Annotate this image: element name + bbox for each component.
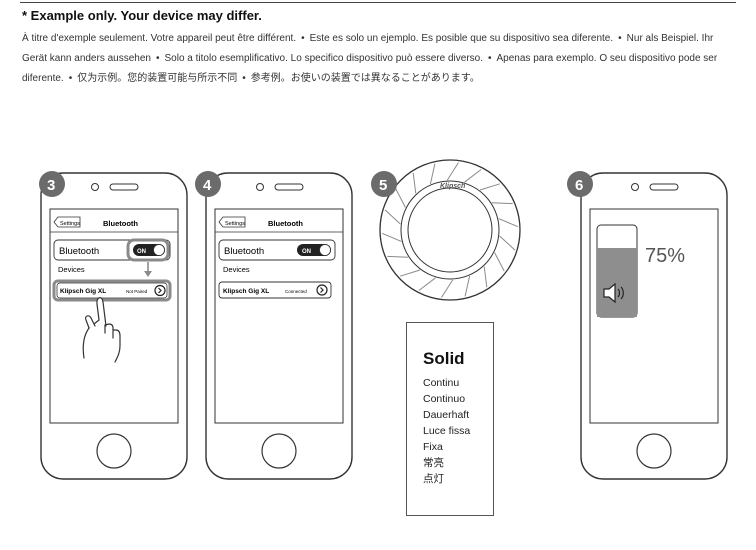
notice-es: Este es solo un ejemplo. Es posible que … — [309, 33, 614, 44]
step3-number: 3 — [47, 177, 55, 194]
led-state-es: Continuo — [423, 393, 466, 405]
info-icon[interactable] — [154, 284, 166, 297]
bluetooth-row — [53, 239, 171, 261]
step3-badge — [39, 171, 65, 197]
volume-percent: 75% — [645, 245, 685, 267]
led-ray — [446, 162, 459, 181]
led-ray — [464, 275, 471, 297]
device-row[interactable] — [218, 281, 332, 299]
device-highlight — [52, 279, 172, 302]
led-state-title: Solid — [423, 349, 465, 368]
step6-badge — [567, 171, 593, 197]
notice-translations: À titre d'exemple seulement. Votre appar… — [22, 33, 718, 84]
led-ray — [412, 172, 417, 194]
led-ray — [429, 163, 436, 185]
step4-number: 4 — [203, 177, 212, 194]
led-state-it: Luce fissa — [423, 425, 471, 437]
bluetooth-label: Bluetooth — [224, 246, 264, 257]
led-ray — [491, 202, 513, 205]
device-row[interactable] — [56, 282, 168, 299]
info-icon[interactable] — [316, 284, 328, 296]
device-status: Not Paired — [126, 289, 148, 294]
led-ray — [387, 255, 409, 258]
speaker-volume-icon — [603, 282, 624, 304]
led-ray — [479, 183, 501, 191]
notice-it: Solo a titolo esemplificativo. Lo specif… — [164, 53, 484, 64]
toggle-label: ON — [302, 249, 311, 255]
led-state-zh: 常亮 — [423, 457, 444, 469]
led-ray — [498, 218, 519, 228]
notice-pt: Apenas para exemplo. O seu dispositivo p… — [22, 53, 718, 84]
led-ray — [441, 279, 454, 298]
device-name: Klipsch Gig XL — [60, 288, 106, 295]
toggle-label: ON — [137, 249, 146, 255]
devices-label: Devices — [58, 265, 85, 274]
notice-heading: * Example only. Your device may differ. — [22, 8, 262, 23]
bluetooth-label: Bluetooth — [59, 246, 99, 257]
klipsch-logo: Klipsch — [440, 183, 465, 190]
back-button[interactable] — [53, 216, 81, 228]
back-button[interactable] — [218, 216, 246, 228]
bluetooth-row — [218, 239, 336, 261]
top-rule — [20, 2, 736, 3]
devices-label: Devices — [223, 265, 250, 274]
led-ray — [499, 235, 516, 251]
step4-badge — [195, 171, 221, 197]
led-state-pt: Fixa — [423, 441, 443, 453]
led-ray — [483, 266, 488, 288]
screen-title: Bluetooth — [103, 219, 138, 228]
led-ray — [381, 232, 402, 242]
pointing-hand-icon — [82, 297, 121, 363]
notice-fr: À titre d'exemple seulement. Votre appar… — [22, 33, 297, 44]
led-ray — [395, 188, 406, 208]
step4-phone: Settings Bluetooth Bluetooth ON Devices … — [195, 171, 353, 480]
led-state-panel: Solid Continu Continuo Dauerhaft Luce fi… — [406, 322, 494, 516]
notice-ja: 参考例。お使いの装置では異なることがあります。 — [250, 73, 480, 84]
screen-title: Bluetooth — [268, 219, 303, 228]
toggle-highlight — [126, 238, 170, 262]
led-state-ja: 点灯 — [423, 473, 444, 485]
step6-number: 6 — [575, 177, 583, 194]
device-name: Klipsch Gig XL — [223, 288, 269, 295]
led-ray — [399, 269, 421, 277]
led-state-de: Dauerhaft — [423, 409, 470, 421]
back-label: Settings — [60, 221, 80, 227]
step3-phone: Settings Bluetooth Bluetooth ON Devices … — [39, 171, 188, 480]
volume-fill — [597, 248, 637, 317]
back-label: Settings — [225, 221, 245, 227]
led-ray — [418, 277, 436, 291]
notice-zh: 仅为示例。您的装置可能与所示不同 — [77, 73, 238, 84]
led-ray — [494, 252, 505, 272]
step5-knob: Klipsch 5 — [371, 159, 521, 301]
device-status: Connected — [285, 289, 307, 294]
step5-badge — [371, 171, 397, 197]
led-ray — [384, 209, 401, 225]
step5-number: 5 — [379, 177, 387, 194]
notice-de: Nur als Beispiel. Ihr Gerät kann anders … — [22, 33, 714, 64]
led-ring-rays — [381, 162, 519, 298]
led-state-fr: Continu — [423, 377, 460, 389]
led-ray — [464, 169, 482, 183]
step6-phone: 75% 6 — [567, 171, 728, 480]
